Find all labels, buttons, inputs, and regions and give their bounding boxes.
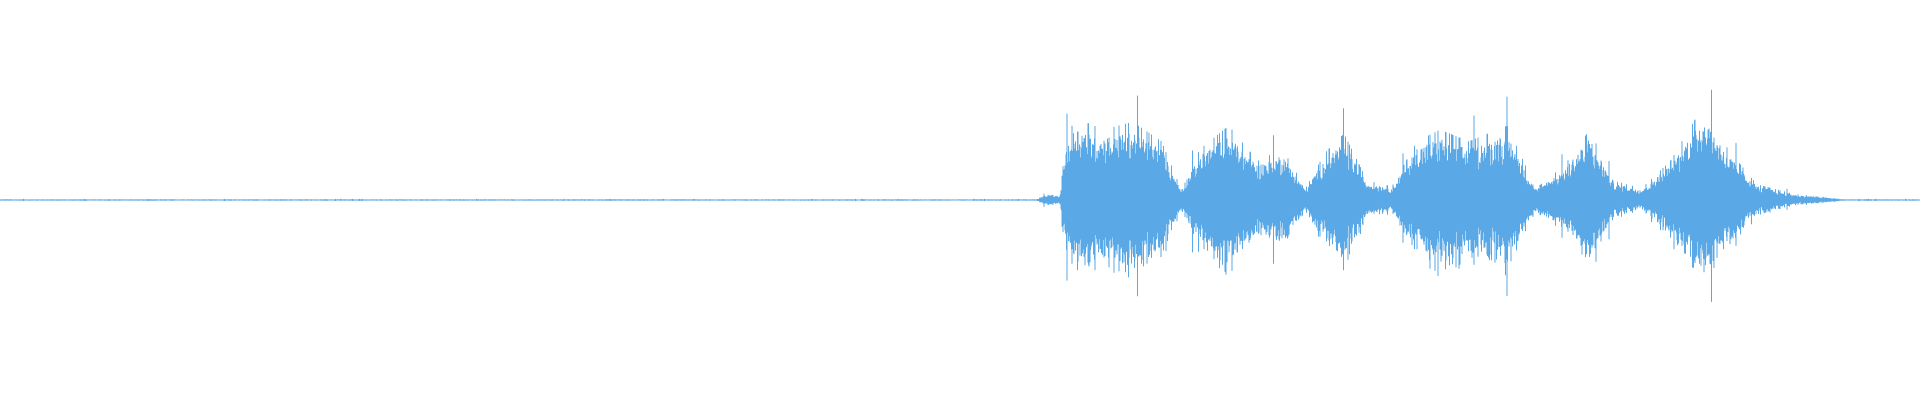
waveform-trace — [0, 89, 1920, 302]
